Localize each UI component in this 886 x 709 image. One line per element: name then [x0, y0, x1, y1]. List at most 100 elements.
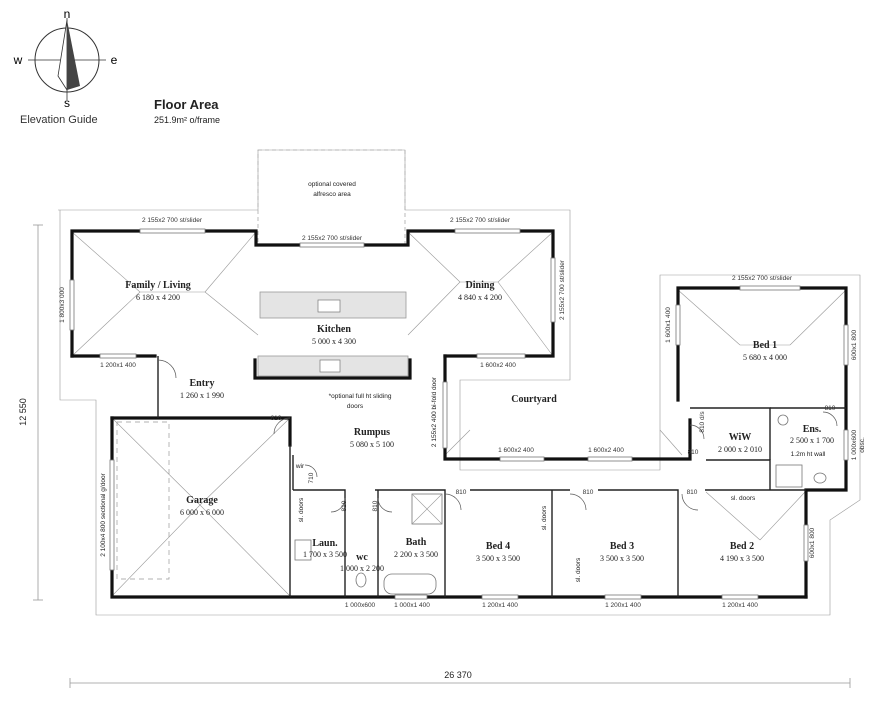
compass-n: n — [64, 7, 71, 21]
sl-doors-note-bed3: sl. doors — [575, 557, 582, 582]
sliding-door-note-1: *optional full ht sliding — [329, 393, 392, 400]
rumpus-dims: 5 080 x 5 100 — [350, 440, 394, 449]
kitchen-fittings — [257, 291, 409, 377]
alfresco-note-1: optional covered — [308, 181, 356, 188]
ens-dims: 2 500 x 1 700 — [790, 436, 834, 445]
door-ensuite: 810 — [825, 405, 836, 412]
bath-dims: 2 200 x 3 500 — [394, 550, 438, 559]
door-swings — [157, 359, 838, 513]
ensuite-basin-icon — [777, 414, 789, 426]
window-ensuite-1: 1 000x600 — [851, 429, 858, 460]
north-arrow-dark-icon — [67, 20, 80, 90]
dining-label: Dining — [466, 280, 495, 291]
entry-label: Entry — [190, 378, 215, 389]
laundry-dims: 1 700 x 3 500 — [303, 550, 347, 559]
kitchen-dims: 5 000 x 4 300 — [312, 337, 356, 346]
window-ensuite-2: obsc. — [859, 437, 866, 453]
sl-doors-note-laundry: sl. doors — [298, 497, 305, 522]
toilet-icon — [355, 572, 367, 588]
door-wc: 810 — [372, 500, 379, 511]
bed1-dims: 5 680 x 4 000 — [743, 353, 787, 362]
overall-depth-dimension: 12 550 — [18, 224, 43, 601]
window-bath: 1 000x1 400 — [394, 602, 430, 609]
window-bed1-left: 1 600x1 400 — [665, 307, 672, 343]
window-dining-bottom: 1 600x2 400 — [480, 362, 516, 369]
windows — [69, 228, 849, 600]
door-laundry: 810 — [341, 500, 348, 511]
sliding-door-note-2: doors — [347, 403, 364, 410]
compass-w: w — [13, 53, 23, 67]
garage-car-space — [116, 421, 170, 580]
overall-depth-label: 12 550 — [18, 398, 28, 426]
window-bed1-right: 600x1 800 — [851, 329, 858, 360]
window-alfresco: 2 155x2 700 st/slider — [302, 235, 363, 242]
door-bed2: 810 — [687, 489, 698, 496]
courtyard-label: Courtyard — [511, 394, 557, 405]
bath-label: Bath — [406, 537, 427, 548]
window-courtyard-2: 1 600x2 400 — [588, 447, 624, 454]
window-family-side: 1 800x3 000 — [59, 287, 66, 323]
cooktop-icon — [319, 359, 341, 373]
window-bed4: 1 200x1 400 — [482, 602, 518, 609]
wiw-dims: 2 000 x 2 010 — [718, 445, 762, 454]
family-living-label: Family / Living — [125, 280, 191, 291]
window-wc: 1 000x600 — [345, 602, 376, 609]
bed2-dims: 4 190 x 3 500 — [720, 554, 764, 563]
wc-dims: 1 000 x 2 200 — [340, 564, 384, 573]
window-courtyard-1: 1 600x2 400 — [498, 447, 534, 454]
window-dining-top: 2 155x2 700 st/slider — [450, 217, 511, 224]
compass-e: e — [111, 53, 118, 67]
door-wiw: 810 d/s — [699, 411, 706, 433]
window-dining-side: 2 155x2 700 st/slider — [559, 259, 566, 320]
wiw-label: WiW — [729, 432, 752, 443]
elevation-guide-caption: Elevation Guide — [20, 114, 98, 126]
floor-area-title: Floor Area — [154, 97, 219, 112]
bed3-label: Bed 3 — [610, 541, 634, 552]
ensuite-shower-icon — [775, 464, 803, 488]
wc-label: wc — [356, 552, 368, 563]
window-family-bottom: 1 200x1 400 — [100, 362, 136, 369]
wir-note: wir — [295, 463, 305, 470]
window-family-top: 2 155x2 700 st/slider — [142, 217, 203, 224]
sl-doors-note-bed1: sl. doors — [731, 495, 756, 502]
compass-s: s — [64, 96, 70, 110]
bed2-label: Bed 2 — [730, 541, 754, 552]
laundry-label: Laun. — [312, 538, 338, 549]
floor-area-value: 251.9m² o/frame — [154, 115, 220, 125]
fixtures — [294, 414, 827, 595]
dining-dims: 4 840 x 4 200 — [458, 293, 502, 302]
window-bed1-top: 2 155x2 700 st/slider — [732, 275, 793, 282]
door-bed4: 810 — [456, 489, 467, 496]
ens-label: Ens. — [803, 424, 822, 435]
kitchen-sink-icon — [317, 299, 341, 313]
bathtub-icon — [383, 573, 437, 595]
bifold-door-note: 2 155x2 400 bi-fold door — [431, 376, 438, 447]
ht-wall-note: 1.2m ht wall — [791, 451, 826, 458]
door-wir: 710 — [308, 472, 315, 483]
door-garage: 810 — [271, 415, 282, 422]
north-arrow-icon — [57, 19, 68, 92]
compass: n s w e Elevation Guide — [13, 7, 118, 126]
family-living-dims: 6 180 x 4 200 — [136, 293, 180, 302]
internal-walls — [157, 356, 846, 597]
bed3-dims: 3 500 x 3 500 — [600, 554, 644, 563]
window-bed2: 1 200x1 400 — [722, 602, 758, 609]
window-bed3: 1 200x1 400 — [605, 602, 641, 609]
door-bed3: 810 — [583, 489, 594, 496]
laundry-tub-icon — [294, 539, 312, 561]
ensuite-toilet-icon — [813, 472, 827, 484]
roof-hip-lines — [71, 231, 847, 597]
bed1-label: Bed 1 — [753, 340, 777, 351]
garage-dims: 6 000 x 6 000 — [180, 508, 224, 517]
sl-doors-note-bed4: sl. doors — [541, 505, 548, 530]
sectional-door-note: 2 100x4 800 sectional g/door — [100, 472, 107, 556]
alfresco-note-2: alfresco area — [313, 191, 351, 198]
bed4-label: Bed 4 — [486, 541, 510, 552]
overall-width-dimension: 26 370 — [69, 670, 851, 688]
entry-dims: 1 260 x 1 990 — [180, 391, 224, 400]
kitchen-label: Kitchen — [317, 324, 351, 335]
window-bed2-side: 600x1 800 — [809, 527, 816, 558]
bed4-dims: 3 500 x 3 500 — [476, 554, 520, 563]
garage-label: Garage — [186, 495, 218, 506]
